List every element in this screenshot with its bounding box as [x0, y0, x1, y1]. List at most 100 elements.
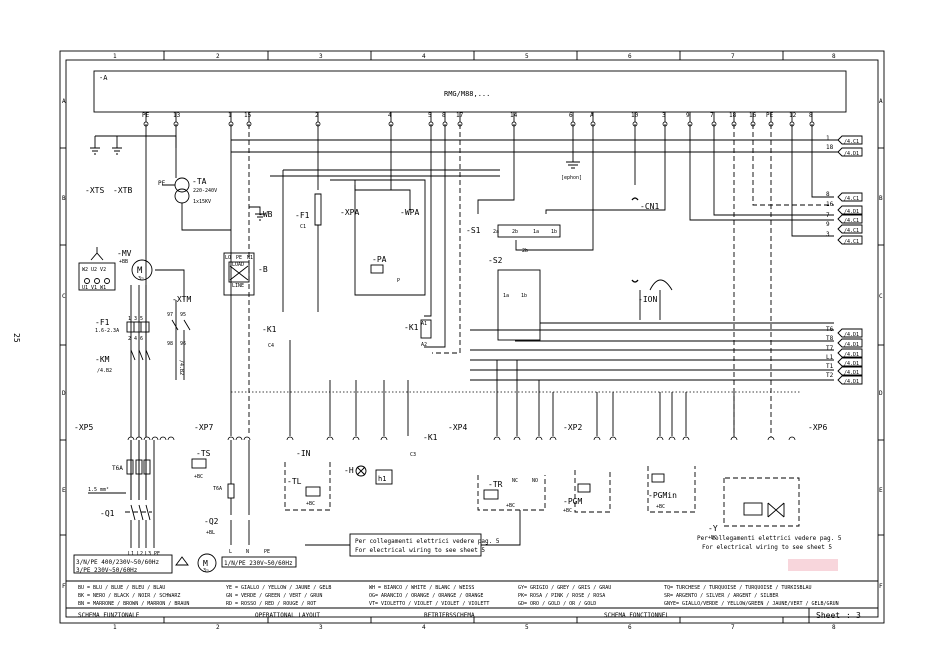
legend-cell: GY= GRIGIO / GREY / GRIS / GRAU	[518, 585, 611, 591]
svg-text:9: 9	[826, 221, 830, 228]
color-legend: BU = BLU / BLUE / BLEU / BLAU YE = GIALL…	[66, 580, 878, 609]
svg-text:T6: T6	[826, 326, 834, 333]
power-1phase: 1/N/PE 230V~50/60Hz	[224, 560, 293, 567]
fuse-block: T6A 1.5 mm² -Q1 L1 L2 L3 PE	[88, 459, 160, 557]
svg-text:NC: NC	[512, 478, 518, 484]
output-ref: 1/4.C1	[826, 135, 863, 145]
note2-it: Per collegamenti elettrici vedere pag. 5	[697, 535, 842, 542]
svg-text:T7: T7	[826, 345, 834, 352]
s1-label: -S1	[466, 226, 481, 235]
sheet-number: 3	[856, 611, 861, 620]
xp5-label: -XP5	[74, 423, 93, 432]
terminal-label: 1	[228, 112, 232, 119]
svg-text:A2: A2	[421, 342, 427, 348]
output-ref: T6/4.D1	[826, 326, 863, 338]
col-label-top: 4	[422, 53, 426, 60]
svg-text:W2 U2 V2: W2 U2 V2	[82, 267, 106, 273]
pgm-label: -PGM	[563, 497, 582, 506]
svg-text:1.6-2.3A: 1.6-2.3A	[95, 328, 119, 334]
row-label-right: B	[879, 195, 883, 202]
svg-text:/4.D1: /4.D1	[844, 332, 859, 338]
col-label-bottom: 7	[731, 624, 735, 631]
sheet-label: Sheet	[816, 611, 840, 620]
svg-text:2a: 2a	[493, 229, 499, 235]
legend-cell: GN = VERDE / GREEN / VERT / GRUN	[226, 593, 322, 599]
controller-model: RMG/M88,...	[444, 90, 490, 98]
svg-text:3~: 3~	[203, 568, 209, 574]
svg-text:+BC: +BC	[306, 501, 315, 507]
k1c-label: -K1	[423, 433, 438, 442]
svg-text:1b: 1b	[551, 229, 557, 235]
mv-ref: -MV	[117, 249, 132, 258]
svg-text:8: 8	[826, 191, 830, 198]
svg-text:/4.C1: /4.C1	[844, 239, 859, 245]
terminal-label: 9	[686, 112, 690, 119]
col-label-bottom: 3	[319, 624, 323, 631]
legend-cell: GD= ORO / GOLD / OR / GOLD	[518, 601, 596, 607]
row-label-left: D	[62, 390, 66, 397]
col-label-top: 2	[216, 53, 220, 60]
h1-label: h1	[378, 475, 386, 483]
row-label-left: F	[62, 583, 66, 590]
svg-text:/4.D1: /4.D1	[844, 209, 859, 215]
col-label-top: 7	[731, 53, 735, 60]
f1-ref: -F1	[95, 318, 110, 327]
controller-ref: -A	[99, 74, 108, 82]
svg-text:1b: 1b	[521, 293, 527, 299]
f1b-label: -F1	[295, 211, 310, 220]
output-ref: T2/4.D1	[826, 372, 863, 385]
title-de: BETRIEBSSCHEMA	[424, 612, 475, 619]
legend-cell: GNYE= GIALLO/VERDE / YELLOW/GREEN / JAUN…	[664, 601, 839, 607]
svg-text:2b: 2b	[522, 248, 528, 254]
wiring	[90, 124, 838, 500]
svg-text:N: N	[246, 549, 249, 555]
svg-text:PE: PE	[236, 255, 242, 261]
svg-text:T2: T2	[826, 372, 834, 379]
svg-text:3~: 3~	[138, 276, 144, 282]
svg-text:/4.D1: /4.D1	[844, 370, 859, 376]
svg-text:1a: 1a	[533, 229, 539, 235]
row-labels: A B C D E F A B C D E F	[62, 98, 883, 590]
xp2-label: -XP2	[563, 423, 582, 432]
terminal-label: 7	[710, 112, 714, 119]
output-ref: 16/4.D1	[826, 201, 863, 215]
q1-label: -Q1	[100, 509, 115, 518]
legend-cell: BK = NERO / BLACK / NOIR / SCHWARZ	[78, 593, 180, 599]
s2-label: -S2	[488, 256, 503, 265]
title-en: OPERATIONAL LAYOUT	[255, 612, 320, 619]
note1-en: For electrical wiring to see sheet 5	[355, 547, 485, 554]
xtm-ref: -XTM	[172, 295, 191, 304]
svg-text:98: 98	[167, 341, 173, 347]
terminal-label: 6	[569, 112, 573, 119]
col-label-top: 1	[113, 53, 117, 60]
svg-text:C3: C3	[410, 452, 416, 458]
col-label-top: 8	[832, 53, 836, 60]
legend-cell: WH = BIANCO / WHITE / BLANC / WEISS	[369, 585, 474, 591]
col-label-top: 5	[525, 53, 529, 60]
svg-text:+BC: +BC	[506, 503, 515, 509]
svg-text:1 3 5: 1 3 5	[128, 316, 143, 322]
svg-text:+BC: +BC	[708, 535, 717, 541]
pa-label: -PA	[372, 255, 387, 264]
svg-text:L3: L3	[145, 551, 151, 557]
svg-text:1x15KV: 1x15KV	[193, 199, 211, 205]
svg-text:1.5 mm²: 1.5 mm²	[88, 487, 109, 493]
svg-text:3: 3	[826, 231, 830, 238]
legend-cell: BU = BLU / BLUE / BLEU / BLAU	[78, 585, 165, 591]
b-label: -B	[258, 265, 268, 274]
legend-cell: PK= ROSA / PINK / ROSE / ROSA	[518, 593, 605, 599]
svg-text::: :	[846, 611, 851, 620]
title-fr: SCHEMA FONCTIONNEL	[604, 612, 669, 619]
svg-text:/4.B2: /4.B2	[97, 368, 112, 374]
svg-text:/4.C1: /4.C1	[844, 139, 859, 145]
svg-text:220-240V: 220-240V	[193, 188, 217, 194]
svg-text:M: M	[203, 559, 208, 568]
svg-text:/4.D1: /4.D1	[844, 379, 859, 385]
svg-text:C1: C1	[300, 224, 306, 230]
cn1-label: -CN1	[640, 202, 659, 211]
component-labels-b: -XTS -XTB PE -TA 220-240V 1x15KV -WB -B …	[85, 175, 673, 349]
svg-text:T6A: T6A	[112, 465, 123, 472]
row-label-right: A	[879, 98, 883, 105]
svg-text:L2: L2	[137, 551, 143, 557]
